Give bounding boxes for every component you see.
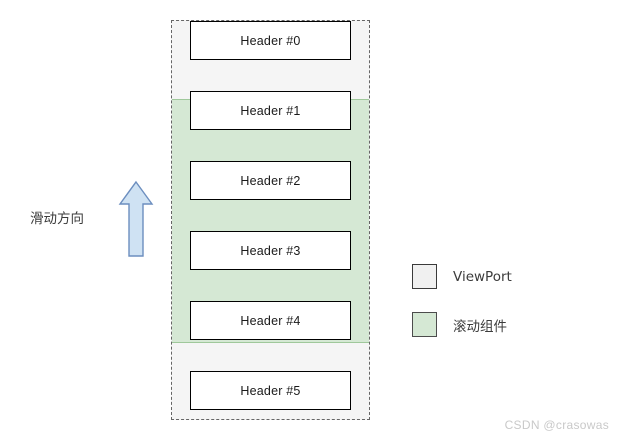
header-cell-label: Header #4: [240, 313, 301, 328]
header-cell-label: Header #0: [240, 33, 301, 48]
watermark: CSDN @crasowas: [504, 418, 609, 432]
header-cell-0: Header #0: [190, 21, 351, 60]
scroll-direction-arrow-icon: [118, 180, 154, 258]
header-cell-2: Header #2: [190, 161, 351, 200]
legend-swatch-scroll-component-icon: [412, 312, 437, 337]
header-cell-4: Header #4: [190, 301, 351, 340]
header-cell-label: Header #1: [240, 103, 301, 118]
legend-swatch-viewport-icon: [412, 264, 437, 289]
header-cell-1: Header #1: [190, 91, 351, 130]
legend-label-viewport: ViewPort: [453, 268, 512, 285]
legend-item-viewport: ViewPort: [412, 264, 512, 289]
header-cell-5: Header #5: [190, 371, 351, 410]
legend-label-scroll-component: 滚动组件: [453, 318, 507, 335]
scroll-direction-label: 滑动方向: [30, 211, 84, 227]
header-cell-3: Header #3: [190, 231, 351, 270]
header-cell-label: Header #2: [240, 173, 301, 188]
header-cell-label: Header #3: [240, 243, 301, 258]
legend-item-scroll-component: 滚动组件: [412, 312, 507, 337]
header-cell-label: Header #5: [240, 383, 301, 398]
